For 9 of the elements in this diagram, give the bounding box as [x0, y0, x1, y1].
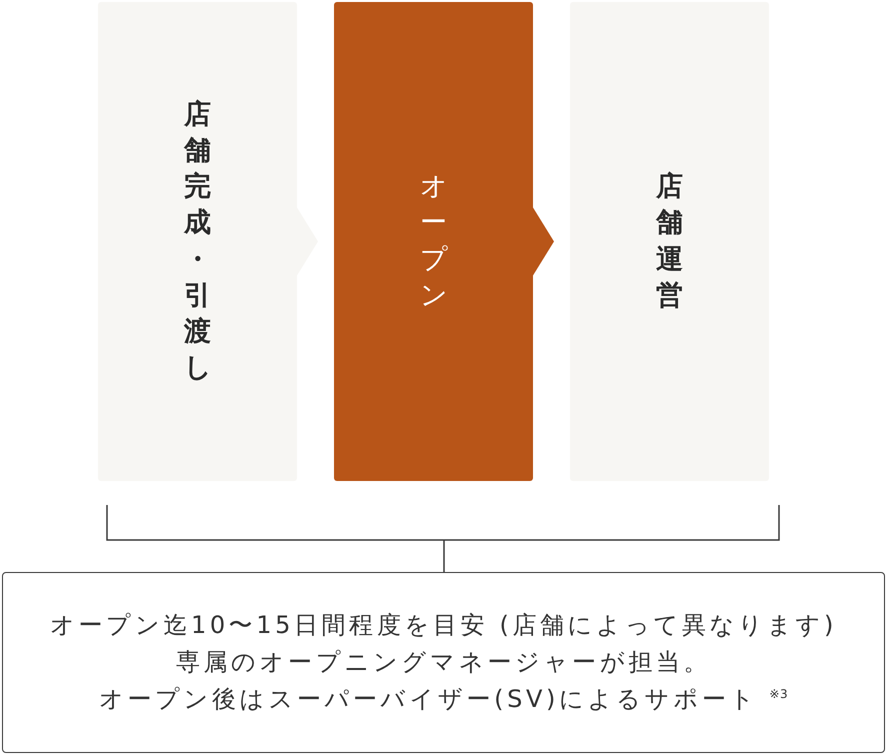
note-text: 専属のオープニングマネージャーが担当。 [176, 646, 712, 678]
step-panel [334, 2, 533, 481]
step-label: 店舗完成・引渡し [184, 98, 211, 386]
chevron-arrow [533, 208, 554, 276]
step-label: 店舗運営 [656, 170, 683, 313]
note-box [2, 572, 885, 753]
note-text: オープン迄10〜15日間程度を目安 (店舗によって異なります) [50, 610, 838, 641]
note-text: オープン後はスーパーバイザー(SV)によるサポート $^{※3}$ [98, 684, 788, 716]
step-label: オープン [420, 170, 447, 313]
